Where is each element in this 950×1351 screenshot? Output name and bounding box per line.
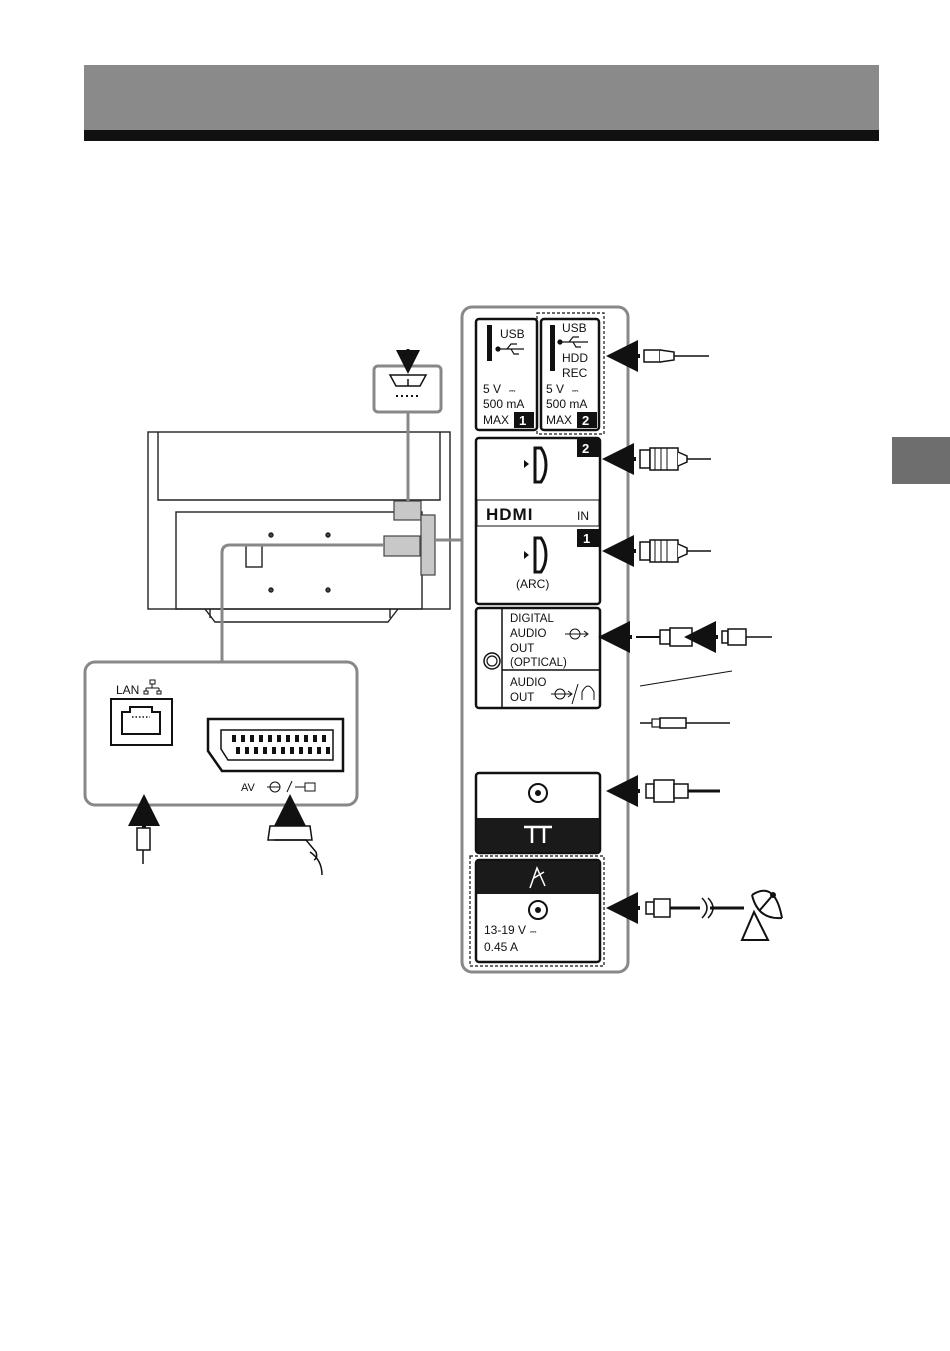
satellite-terminal: 13-19 V ⎓ 0.45 A — [470, 856, 604, 966]
svg-text:AUDIO: AUDIO — [510, 677, 546, 689]
scart-pin — [281, 747, 285, 754]
tv-connector-blocks — [222, 412, 462, 662]
scart-pin — [236, 747, 240, 754]
lan-plug — [137, 810, 150, 864]
scart-pin — [313, 735, 317, 742]
scart-pin — [299, 747, 303, 754]
hdmi-cable-2 — [618, 448, 711, 470]
scart-pin — [277, 735, 281, 742]
audio-ports: DIGITAL AUDIO OUT (OPTICAL) AUDIO OUT — [476, 608, 600, 708]
optical-cable — [614, 628, 772, 646]
tv-back — [148, 432, 450, 622]
svg-text:MAX: MAX — [546, 413, 572, 427]
svg-text:0.45 A: 0.45 A — [484, 940, 518, 954]
divider-line — [640, 671, 732, 686]
svg-text:IN: IN — [577, 509, 589, 523]
usb2-number: 2 — [582, 413, 589, 428]
usb1-number: 1 — [519, 413, 526, 428]
satellite-cable — [622, 898, 744, 918]
hdmi-cable-1 — [618, 540, 711, 562]
usb2-port: USB HDD REC 5 V ⎓ 500 mA MAX 2 — [537, 313, 604, 434]
scart-pin — [290, 747, 294, 754]
hdmi-port2-number: 2 — [582, 441, 589, 456]
scart-pin — [268, 735, 272, 742]
svg-text:AUDIO: AUDIO — [510, 628, 546, 640]
svg-text:⎓: ⎓ — [572, 386, 579, 395]
scart-plug — [268, 810, 322, 875]
scart-pin — [241, 735, 245, 742]
scart-pin — [254, 747, 258, 754]
scart-pin — [259, 735, 263, 742]
svg-text:OUT: OUT — [510, 643, 534, 655]
svg-text:MAX: MAX — [483, 413, 509, 427]
scart-pin — [326, 747, 330, 754]
svg-text:REC: REC — [562, 366, 588, 380]
svg-text:DIGITAL: DIGITAL — [510, 613, 554, 625]
scart-pin — [317, 747, 321, 754]
scart-pin — [304, 735, 308, 742]
svg-text:⎓: ⎓ — [530, 927, 537, 936]
svg-text:HDD: HDD — [562, 351, 588, 365]
lan-port — [111, 699, 172, 745]
svg-text:5 V: 5 V — [546, 382, 564, 396]
svg-text:500 mA: 500 mA — [483, 397, 524, 411]
scart-connector-icon — [208, 719, 343, 771]
usb1-port: USB 5 V ⎓ 500 mA MAX 1 — [476, 319, 537, 430]
scart-pin — [250, 735, 254, 742]
antenna-terminal-icon — [476, 773, 600, 853]
svg-text:13-19 V: 13-19 V — [484, 923, 526, 937]
audio-jack-cable — [640, 718, 730, 728]
svg-text:⎓: ⎓ — [509, 386, 516, 395]
svg-text:500 mA: 500 mA — [546, 397, 587, 411]
power-input-icon — [374, 349, 441, 412]
satellite-dish-icon — [742, 891, 782, 940]
svg-text:5 V: 5 V — [483, 382, 501, 396]
antenna-cable — [622, 780, 720, 802]
av-label: AV — [241, 782, 256, 794]
scart-pin — [308, 747, 312, 754]
svg-text:OUT: OUT — [510, 692, 534, 704]
left-terminal-panel: LAN AV — [85, 662, 357, 875]
hdmi-ports: 2 HDMI IN 1 (ARC) — [476, 438, 600, 604]
scart-pin — [232, 735, 236, 742]
scart-pin — [272, 747, 276, 754]
scart-pin — [286, 735, 290, 742]
scart-pin — [263, 747, 267, 754]
hdmi-port1-number: 1 — [583, 531, 590, 546]
scart-pin — [295, 735, 299, 742]
usb1-label: USB — [500, 327, 525, 341]
lan-label: LAN — [116, 683, 139, 697]
scart-pin — [322, 735, 326, 742]
svg-text:(OPTICAL): (OPTICAL) — [510, 657, 567, 669]
usb-cable — [622, 350, 709, 362]
arc-label: (ARC) — [516, 577, 549, 591]
hdmi-logo: HDMI — [486, 505, 533, 524]
usb2-label: USB — [562, 321, 587, 335]
scart-pin — [245, 747, 249, 754]
